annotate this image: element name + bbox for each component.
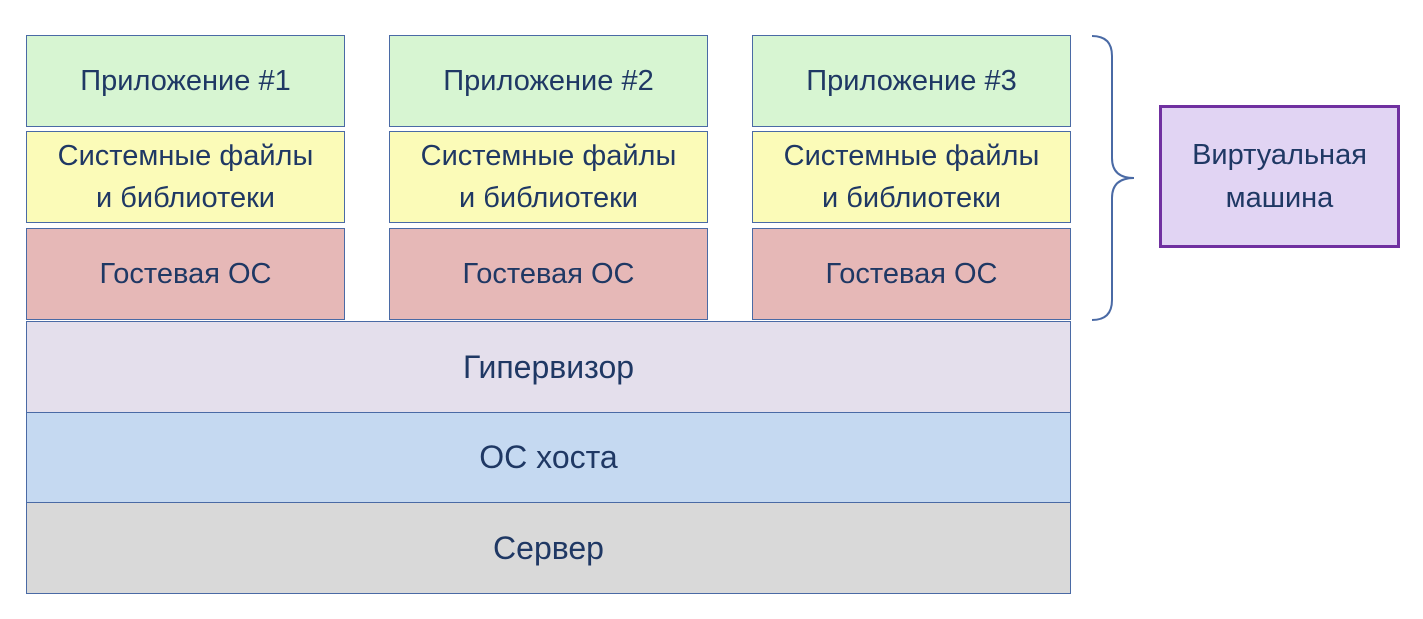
app-2-box: Приложение #2	[389, 35, 708, 127]
virtual-machine-label-line1: Виртуальная	[1192, 139, 1367, 172]
host-os-label: ОС хоста	[479, 439, 618, 476]
virtual-machine-box: Виртуальная машина	[1159, 105, 1400, 248]
guest-os-1-label: Гостевая ОС	[99, 257, 272, 290]
guest-os-3-box: Гостевая ОС	[752, 228, 1071, 320]
libs-3-box: Системные файлы и библиотеки	[752, 131, 1071, 223]
guest-os-1-box: Гостевая ОС	[26, 228, 345, 320]
app-3-label: Приложение #3	[806, 64, 1017, 97]
guest-os-2-label: Гостевая ОС	[462, 257, 635, 290]
guest-os-3-label: Гостевая ОС	[825, 257, 998, 290]
hypervisor-label: Гипервизор	[462, 348, 635, 385]
app-2-label: Приложение #2	[443, 64, 654, 97]
libs-3-label-line2: и библиотеки	[822, 182, 1001, 214]
app-1-label: Приложение #1	[80, 64, 291, 97]
server-label: Сервер	[493, 529, 604, 566]
libs-1-box: Системные файлы и библиотеки	[26, 131, 345, 223]
app-3-box: Приложение #3	[752, 35, 1071, 127]
libs-2-label-line1: Системные файлы	[420, 139, 677, 172]
guest-os-2-box: Гостевая ОС	[389, 228, 708, 320]
libs-1-label-line2: и библиотеки	[96, 182, 275, 214]
virtual-machine-label-line2: машина	[1225, 181, 1334, 214]
libs-1-label-line1: Системные файлы	[57, 139, 314, 172]
hypervisor-box: Гипервизор	[26, 321, 1071, 413]
app-1-box: Приложение #1	[26, 35, 345, 127]
host-os-box: ОС хоста	[26, 412, 1071, 503]
libs-2-box: Системные файлы и библиотеки	[389, 131, 708, 223]
server-box: Сервер	[26, 502, 1071, 594]
curly-brace-icon	[1091, 35, 1135, 321]
libs-3-label-line1: Системные файлы	[783, 139, 1040, 172]
libs-2-label-line2: и библиотеки	[459, 182, 638, 214]
